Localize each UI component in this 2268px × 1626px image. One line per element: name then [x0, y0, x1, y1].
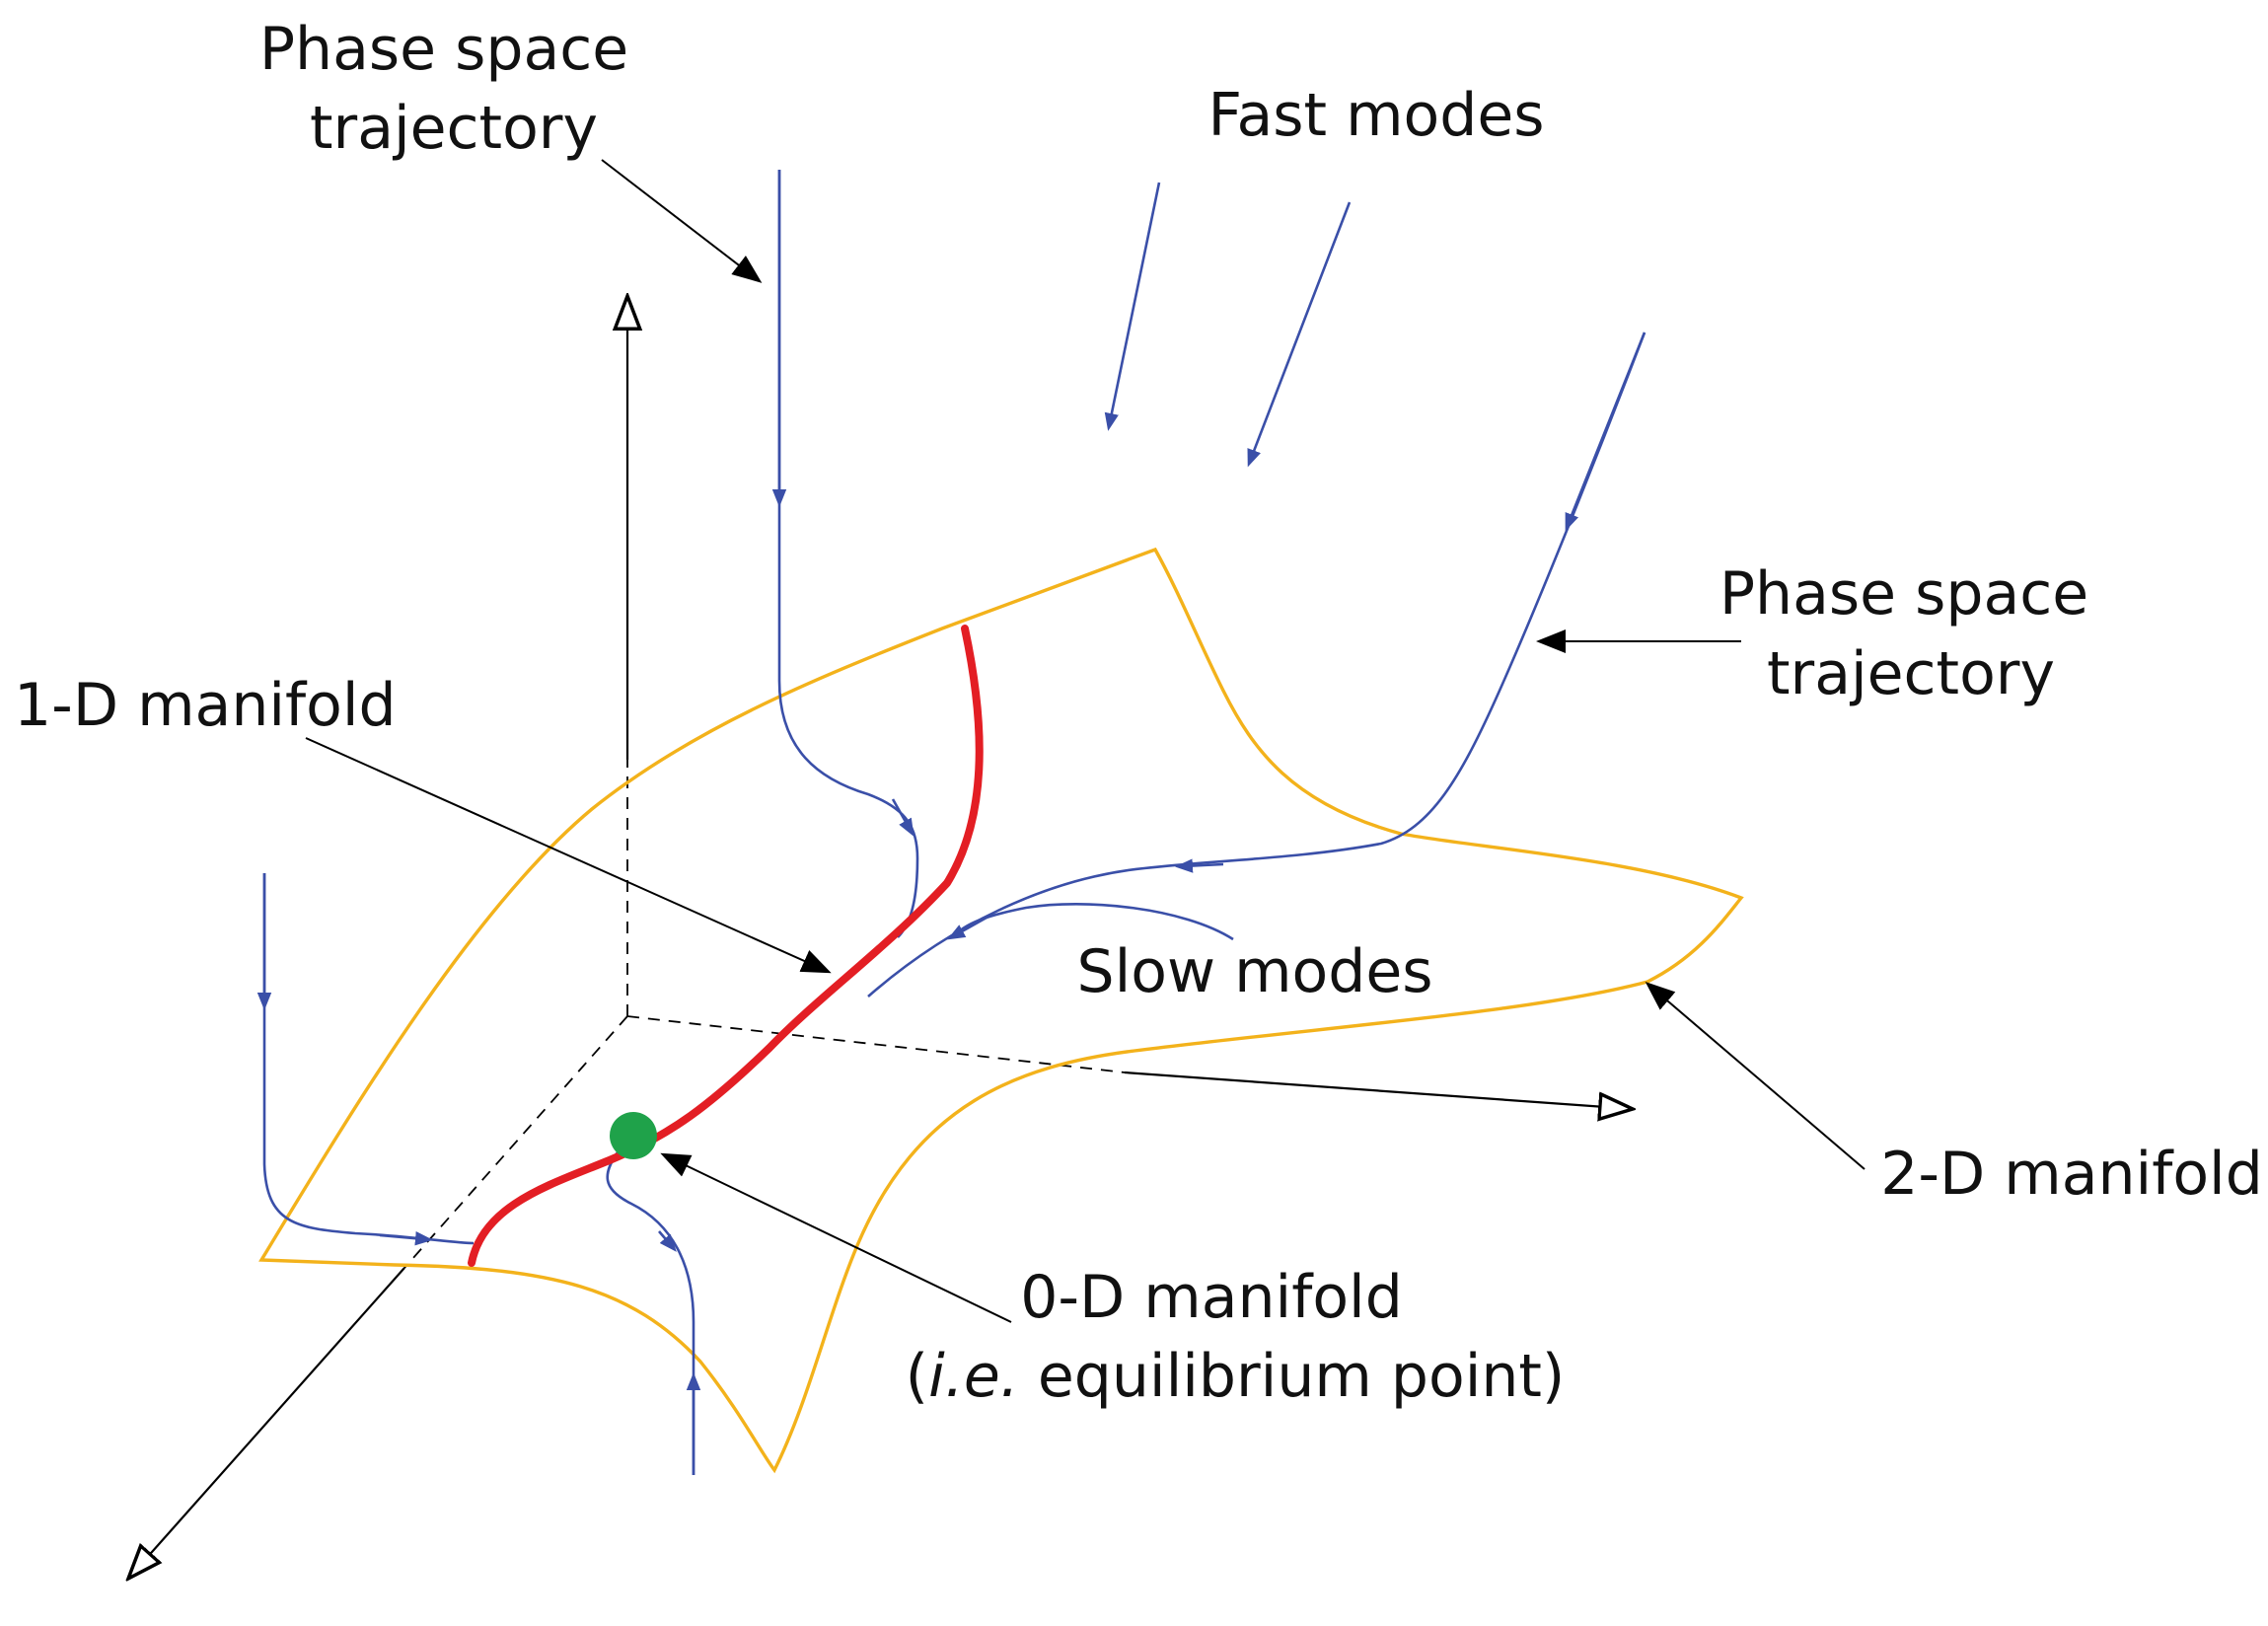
label-slow-modes: Slow modes: [1076, 937, 1432, 1006]
label-zero-d-manifold-1: 0-D manifold: [1020, 1263, 1403, 1332]
trajectory-right-arrow: [1565, 332, 1646, 532]
zero-d-rest: equilibrium point): [1019, 1342, 1566, 1411]
trajectory-top-arrow-2: [891, 798, 915, 837]
label-one-d-manifold: 1-D manifold: [14, 671, 397, 740]
y-axis-hidden: [403, 1015, 628, 1269]
one-d-manifold-curve: [468, 625, 984, 1267]
labels: Phase space trajectory Fast modes Phase …: [14, 15, 2263, 1411]
equilibrium-point: [610, 1112, 657, 1159]
x-axis-hidden: [626, 1015, 1126, 1073]
label-phase-space-trajectory-right-1: Phase space: [1719, 559, 2088, 628]
two-d-manifold-surface: [258, 547, 1744, 1474]
label-phase-space-trajectory-top-2: trajectory: [310, 94, 598, 163]
trajectories: [256, 170, 1646, 1475]
axes: [128, 296, 1633, 1579]
label-zero-d-manifold-2: (i.e. equilibrium point): [906, 1342, 1566, 1411]
pointer-one-d-manifold: [305, 737, 832, 974]
zero-d-ie: i.e.: [928, 1342, 1019, 1411]
label-pointers: [305, 159, 1866, 1323]
zero-d-open-paren: (: [906, 1342, 928, 1411]
fast-mode-arrow-1: [1104, 182, 1161, 431]
trajectory-left: [262, 873, 475, 1245]
y-axis: [128, 1267, 405, 1579]
pointer-trajectory-top: [601, 159, 763, 283]
trajectory-top: [777, 170, 919, 938]
trajectory-left-arrow-2: [379, 1231, 433, 1246]
label-fast-modes: Fast modes: [1207, 81, 1544, 150]
fast-modes-arrows: [1104, 182, 1352, 468]
pointer-zero-d-manifold: [660, 1152, 1012, 1323]
x-axis: [1124, 1071, 1633, 1109]
label-phase-space-trajectory-top-1: Phase space: [259, 15, 628, 84]
trajectory-slow-modes-arrow: [947, 916, 988, 940]
trajectory-slow-modes: [951, 903, 1234, 941]
pointer-two-d-manifold: [1645, 982, 1866, 1170]
label-two-d-manifold: 2-D manifold: [1880, 1140, 2263, 1209]
trajectory-bottom-arrow-2: [658, 1230, 677, 1252]
trajectory-right: [867, 332, 1646, 998]
fast-mode-arrow-2: [1247, 201, 1352, 468]
trajectory-right-arrow-2: [1175, 858, 1224, 873]
trajectory-bottom: [606, 1148, 695, 1475]
label-phase-space-trajectory-right-2: trajectory: [1767, 639, 2055, 708]
